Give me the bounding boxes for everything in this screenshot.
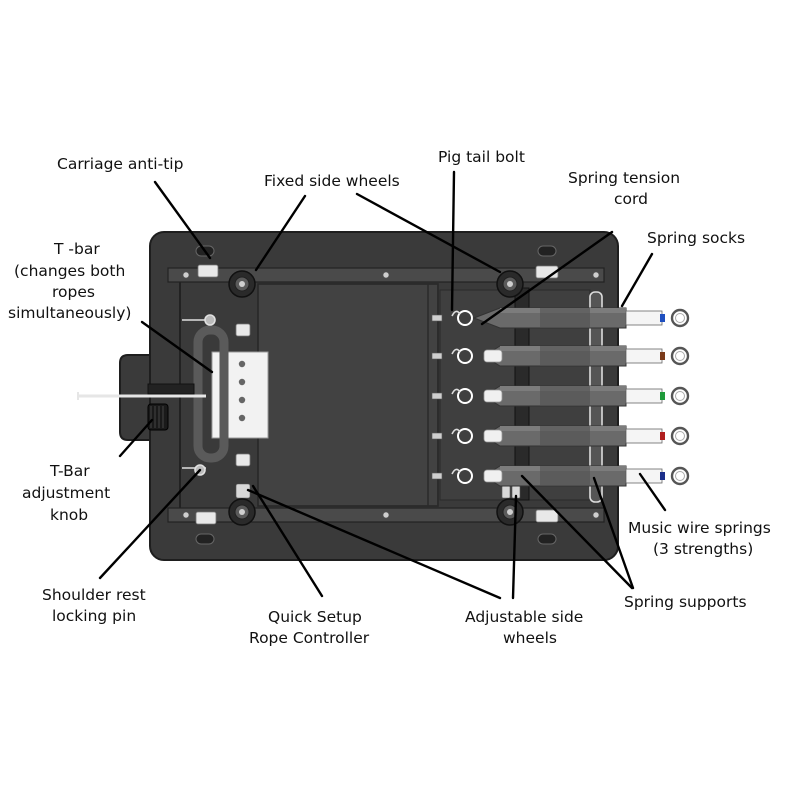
label-fixed-side-wheels: Fixed side wheels — [264, 172, 400, 190]
leader-support-1 — [520, 474, 634, 590]
spring-assembly — [431, 385, 690, 407]
bolt-icon — [431, 392, 443, 400]
leader-support-2 — [592, 476, 635, 590]
wheel-icon — [228, 270, 256, 298]
label-t-bar-line3: ropes — [52, 283, 95, 301]
label-quick-setup-line1: Quick Setup — [268, 608, 362, 626]
label-adjustable-line1: Adjustable side — [465, 608, 583, 626]
label-spring-supports: Spring supports — [624, 593, 747, 611]
bolt-icon — [431, 314, 443, 322]
label-t-bar-line4: simultaneously) — [8, 304, 131, 322]
bolt-icon — [431, 432, 443, 440]
leader-fixed-wheel-right — [355, 192, 502, 274]
leader-music-wire — [638, 472, 667, 512]
wheel-icon — [496, 270, 524, 298]
label-knob-line1: T-Bar — [49, 462, 90, 480]
label-shoulder-line2: locking pin — [52, 607, 136, 625]
spring-assembly — [431, 465, 690, 487]
leader-tension-cord — [480, 230, 614, 326]
eye-ring-icon — [670, 308, 690, 328]
label-quick-setup-line2: Rope Controller — [249, 629, 370, 647]
leader-anti-tip — [153, 180, 212, 260]
label-spring-tension-line2: cord — [614, 190, 648, 208]
leader-fixed-wheel-left — [254, 194, 307, 272]
leader-spring-socks — [620, 252, 654, 308]
leader-pig-tail — [450, 170, 456, 312]
leader-quick-setup — [251, 484, 324, 598]
eye-ring-icon — [670, 346, 690, 366]
label-spring-tension-line1: Spring tension — [568, 169, 680, 187]
spring-assembly — [431, 345, 690, 367]
label-pig-tail-bolt: Pig tail bolt — [438, 148, 525, 166]
label-shoulder-line1: Shoulder rest — [42, 586, 146, 604]
eye-ring-icon — [670, 386, 690, 406]
label-adjustable-line2: wheels — [503, 629, 557, 647]
leader-lines — [98, 170, 667, 600]
center-panel — [257, 283, 439, 507]
label-t-bar-line1: T -bar — [53, 240, 100, 258]
labels: Carriage anti-tip Fixed side wheels Pig … — [8, 148, 771, 647]
bolt-icon — [431, 352, 443, 360]
wheel-icon — [496, 498, 524, 526]
spring-assembly — [431, 425, 690, 447]
leader-knob — [118, 418, 154, 458]
label-music-wire-line2: (3 strengths) — [653, 540, 753, 558]
leader-adjust-right — [511, 494, 518, 600]
label-knob-line2: adjustment — [22, 484, 110, 502]
wheel-icon — [228, 498, 256, 526]
leader-adjust-left — [246, 488, 502, 600]
leader-shoulder-pin — [98, 468, 202, 580]
springs — [431, 307, 690, 487]
eye-ring-icon — [670, 466, 690, 486]
label-music-wire-line1: Music wire springs — [628, 519, 771, 537]
label-carriage-anti-tip: Carriage anti-tip — [57, 155, 183, 173]
anti-tip-bottom — [195, 533, 215, 545]
label-knob-line3: knob — [50, 506, 88, 524]
leader-t-bar — [140, 320, 214, 374]
label-spring-socks: Spring socks — [647, 229, 745, 247]
knob-icon — [147, 403, 169, 431]
bolt-icon — [431, 472, 443, 480]
t-bar-handle — [193, 325, 229, 463]
eye-ring-icon — [670, 426, 690, 446]
spring-assembly — [431, 307, 690, 329]
label-t-bar-line2: (changes both — [14, 262, 125, 280]
